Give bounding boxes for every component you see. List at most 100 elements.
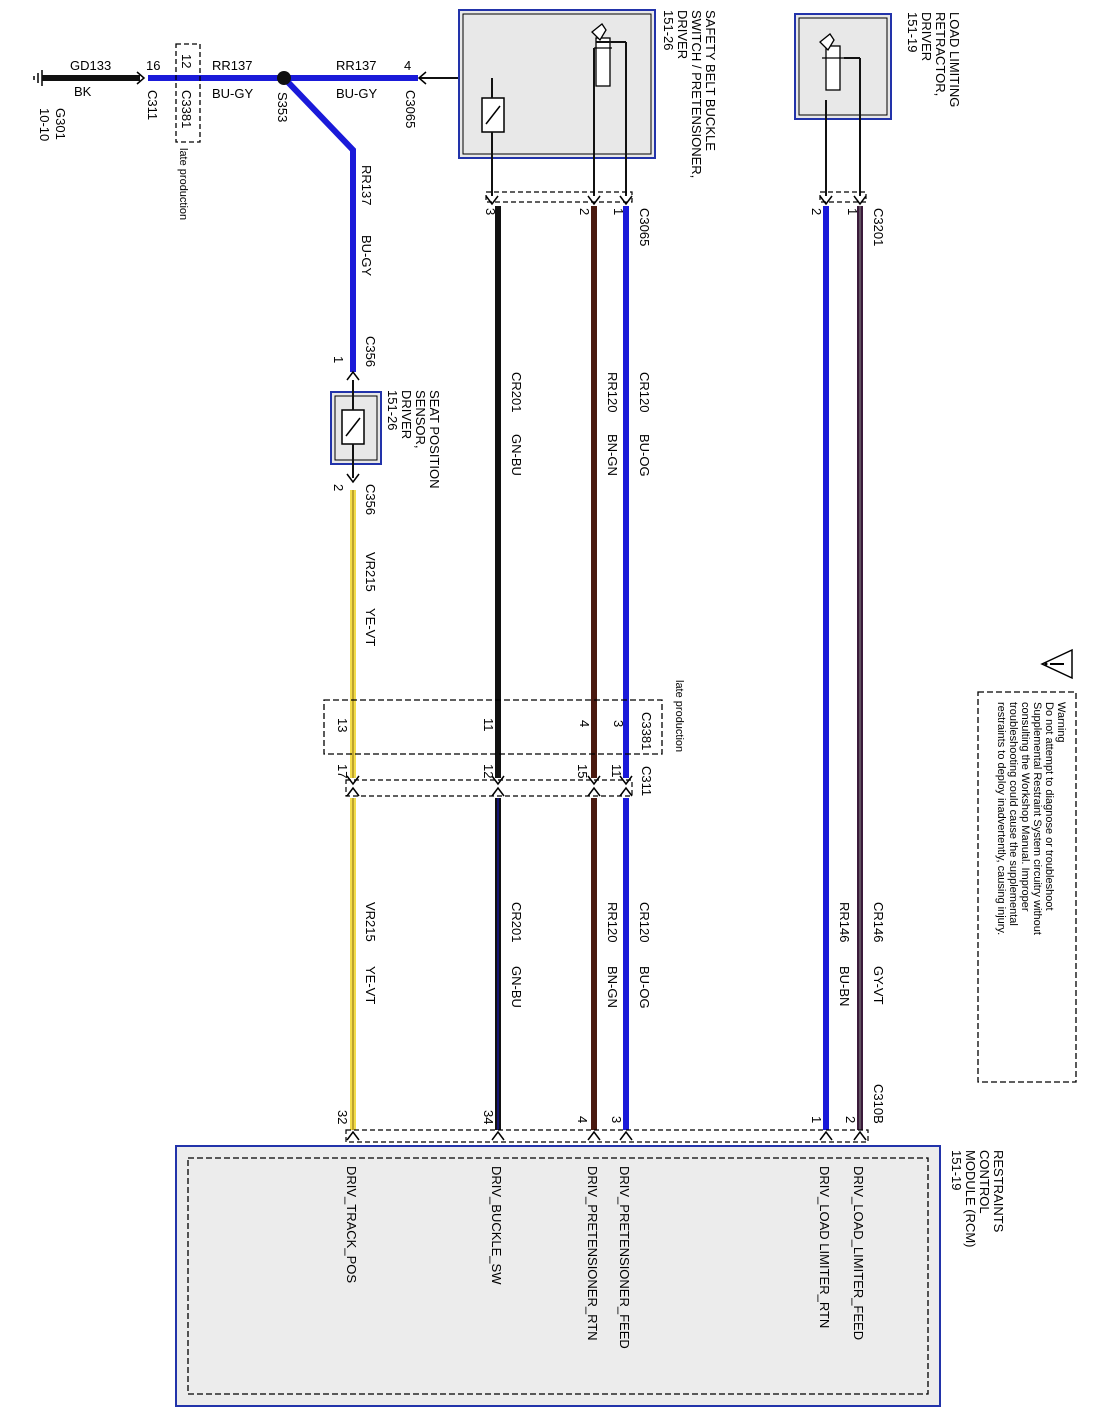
rcm-component (175, 1145, 941, 1407)
c356-bottom-arrow (346, 473, 360, 484)
pin-n12: 12 (481, 764, 496, 778)
buckle-name: SAFETY BELT BUCKLE (703, 10, 718, 151)
rcm-name2: CONTROL (977, 1150, 992, 1214)
rcm-name3: MODULE (RCM) (963, 1150, 978, 1248)
cr201-upper-color: GN-BU (509, 434, 524, 476)
pin-p3: 3 (609, 1116, 624, 1123)
pin-n11: 11 (609, 764, 624, 778)
seat-name2: SENSOR, (413, 390, 428, 449)
retractor-inner (798, 17, 888, 116)
warning-line-3: consulting the Workshop Manual. Improper (1019, 702, 1031, 912)
vr215-lower-color: YE-VT (363, 966, 378, 1004)
retractor-component (794, 13, 892, 120)
rr137-vert: RR137 (359, 165, 374, 205)
c3381-top-label: C3381 (179, 90, 194, 128)
rr137-top-right: RR137 (336, 58, 376, 73)
rcm-pin-track: DRIV_TRACK_POS (344, 1166, 359, 1283)
cr120-upper-color: BU-OG (637, 434, 652, 477)
connector-c3065 (485, 191, 633, 203)
c3201-arrows (819, 195, 867, 206)
warning-line-4: troubleshooting could cause the suppleme… (1007, 702, 1019, 926)
bugy-vert: BU-GY (359, 235, 374, 277)
seat-name: SEAT POSITION (427, 390, 442, 488)
late-production-mid: late production (673, 680, 685, 752)
pin-m4: 4 (577, 720, 592, 727)
cr201-lower-color: GN-BU (509, 966, 524, 1008)
retractor-name3: DRIVER (919, 12, 934, 61)
pretensioner-icon (591, 23, 612, 87)
rcm-pin-prtn: DRIV_PRETENSIONER_RTN (585, 1166, 600, 1341)
cr120-lower-color: BU-OG (637, 966, 652, 1009)
seat-ref: 151-26 (385, 390, 400, 430)
ground-symbol (33, 70, 43, 86)
cr201-upper-circuit: CR201 (509, 372, 524, 412)
c3381-mid-label: C3381 (639, 712, 654, 750)
rr120-upper-circuit: RR120 (605, 372, 620, 412)
warning-icon (1040, 648, 1073, 680)
warning-box (977, 691, 1077, 1083)
pin-b3: 3 (483, 208, 498, 215)
connector-c3381-mid (323, 699, 663, 755)
vr215-upper-circuit: VR215 (363, 552, 378, 592)
seat-sensor-inner (334, 395, 378, 461)
ground-id: G301 (53, 108, 68, 140)
cr146-circuit: CR146 (871, 902, 886, 942)
pin-s2: 2 (331, 484, 346, 491)
pin-r1: 1 (845, 208, 860, 215)
pin-p4: 4 (575, 1116, 590, 1123)
c3201-label: C3201 (871, 208, 886, 246)
rcm-pin-pfeed: DRIV_PRETENSIONER_FEED (617, 1166, 632, 1349)
connector-c310b (345, 1129, 869, 1143)
pin-n15: 15 (575, 764, 590, 778)
buckle-component (458, 9, 656, 159)
c3065-arrows (485, 195, 633, 206)
c311-mid-arrows (346, 775, 633, 797)
vr215-lower-circuit: VR215 (363, 902, 378, 942)
rr120-lower-circuit: RR120 (605, 902, 620, 942)
bugy-top-left: BU-GY (212, 86, 254, 101)
vr215-upper-color: YE-VT (363, 608, 378, 646)
bugy-top-right: BU-GY (336, 86, 378, 101)
cr146-color: GY-VT (871, 966, 886, 1005)
pin-m3: 3 (611, 720, 626, 727)
pin-b1: 1 (611, 208, 626, 215)
wire-rr137-branch (281, 75, 356, 372)
late-production-top: late production (177, 148, 189, 220)
pin-m11: 11 (481, 718, 496, 732)
pin-p32: 32 (335, 1110, 350, 1124)
buckle-ref: 151-26 (661, 10, 676, 50)
rcm-inner (187, 1157, 929, 1395)
connector-c311-mid (345, 779, 633, 797)
ground-ref: 10-10 (37, 108, 52, 141)
cr120-lower-circuit: CR120 (637, 902, 652, 942)
retractor-ref: 151-19 (905, 12, 920, 52)
pin-16: 16 (146, 58, 160, 73)
rcm-ref: 151-19 (949, 1150, 964, 1190)
c310b-arrows (346, 1130, 867, 1141)
pin-p1: 1 (809, 1116, 824, 1123)
buckle-switch-mark (485, 105, 501, 125)
rcm-pin-rtn: DRIV_LOAD LIMITER_RTN (817, 1166, 832, 1328)
rr146-circuit: RR146 (837, 902, 852, 942)
bk-label: BK (74, 84, 92, 99)
rr146-color: BU-BN (837, 966, 852, 1006)
rr120-upper-color: BN-GN (605, 434, 620, 476)
rr120-lower-color: BN-GN (605, 966, 620, 1008)
c311-top-label: C311 (145, 90, 160, 120)
c310b-label: C310B (871, 1084, 886, 1124)
gd133-label: GD133 (70, 58, 111, 73)
rcm-name: RESTRAINTS (991, 1150, 1006, 1233)
retractor-icon (819, 33, 844, 91)
connector-c3381-top (175, 43, 201, 143)
cr201-lower-circuit: CR201 (509, 902, 524, 942)
seat-name3: DRIVER (399, 390, 414, 439)
warning-title: Warning (1055, 702, 1067, 743)
retractor-name: LOAD LIMITING (947, 12, 962, 107)
pin-12-top: 12 (179, 54, 194, 68)
c356-bottom-label: C356 (363, 484, 378, 515)
pin-b2: 2 (577, 208, 592, 215)
rcm-pin-buckle: DRIV_BUCKLE_SW (489, 1166, 504, 1285)
pin-s1: 1 (331, 356, 346, 363)
pin-m13: 13 (335, 718, 350, 732)
